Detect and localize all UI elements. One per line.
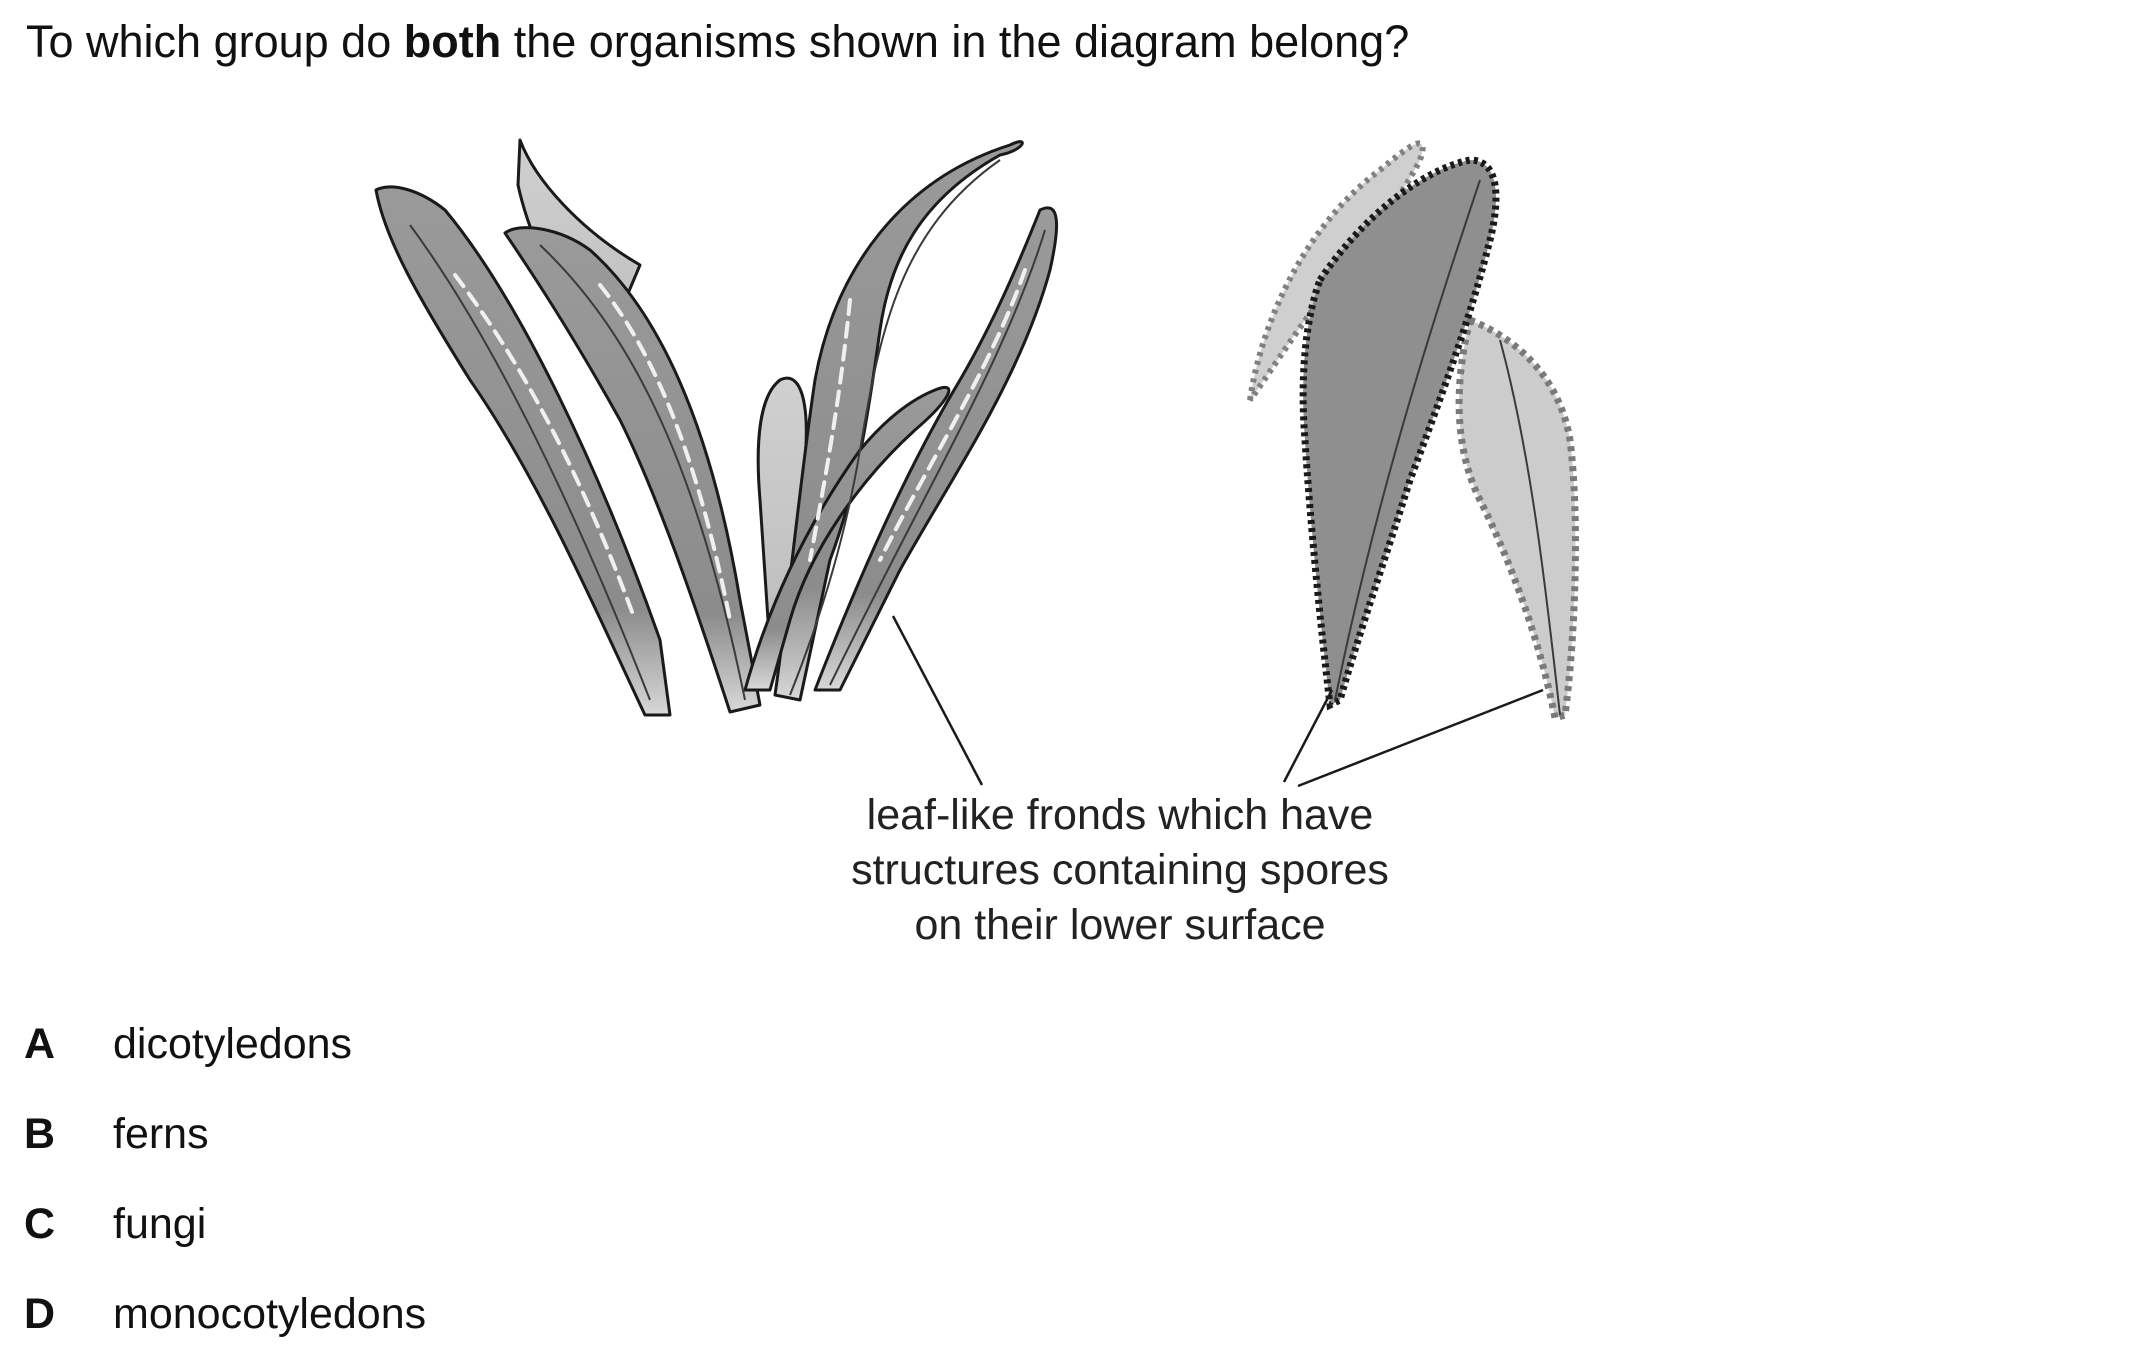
caption-line-3: on their lower surface: [914, 901, 1326, 949]
feathery-fern-icon: [1247, 140, 1579, 723]
question-suffix: the organisms shown in the diagram belon…: [501, 16, 1410, 67]
option-letter: C: [24, 1200, 56, 1248]
option-text: ferns: [113, 1110, 209, 1158]
option-letter: A: [24, 1020, 56, 1068]
option-text: dicotyledons: [113, 1020, 353, 1068]
option-letter: D: [24, 1290, 56, 1338]
caption-line-2: structures containing spores: [851, 846, 1389, 894]
question-prefix: To which group do: [26, 16, 404, 67]
option-text: fungi: [113, 1200, 207, 1248]
strap-fern-icon: [374, 138, 1059, 717]
question-text: To which group do both the organisms sho…: [26, 12, 1409, 72]
caption-line-1: leaf-like fronds which have: [866, 791, 1374, 839]
label-lines: [891, 615, 1544, 788]
frond-caption: leaf-like fronds which have structures c…: [780, 788, 1460, 953]
question-emphasis: both: [403, 16, 502, 67]
option-text: monocotyledons: [113, 1290, 427, 1338]
option-letter: B: [24, 1110, 56, 1158]
